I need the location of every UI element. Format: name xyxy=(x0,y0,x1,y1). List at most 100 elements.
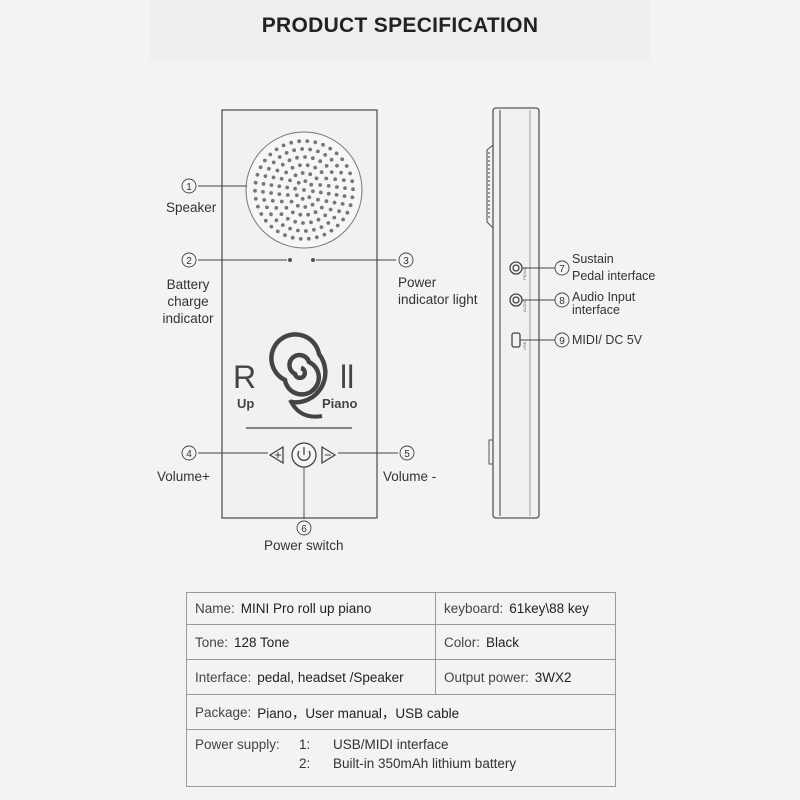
speaker-hole xyxy=(308,172,313,177)
speaker-hole xyxy=(281,143,286,148)
speaker-hole xyxy=(300,171,305,175)
callout-9-number: 9 xyxy=(559,336,565,347)
callout-2-number: 2 xyxy=(186,256,192,267)
speaker-hole xyxy=(316,217,321,222)
callout-9-icon xyxy=(554,332,570,348)
callout-3-icon xyxy=(398,252,414,268)
speaker-hole xyxy=(335,223,340,228)
title-band xyxy=(150,0,650,60)
speaker-hole xyxy=(274,218,279,223)
speaker-hole xyxy=(280,223,285,228)
speaker-hole xyxy=(308,147,312,152)
speaker-hole xyxy=(293,219,298,224)
speaker-hole xyxy=(298,212,303,217)
speaker-hole xyxy=(328,146,333,151)
spec-package-cell: Package:Piano，User manual，USB cable xyxy=(195,704,460,722)
speaker-hole xyxy=(345,210,350,215)
speaker-hole xyxy=(348,203,353,208)
speaker-hole xyxy=(279,212,284,217)
speaker-hole xyxy=(343,186,347,191)
speaker-hole xyxy=(318,183,323,187)
speaker-hole xyxy=(290,235,295,240)
logo-up: Up xyxy=(237,396,254,411)
speaker-hole xyxy=(321,142,325,147)
speaker-hole xyxy=(333,177,338,182)
speaker-hole xyxy=(318,190,323,195)
speaker-hole xyxy=(339,170,343,175)
speaker-hole xyxy=(275,168,280,173)
speaker-hole xyxy=(293,186,297,191)
speaker-hole xyxy=(301,221,305,225)
speaker-hole xyxy=(271,160,276,165)
power-switch-label: Power switch xyxy=(264,538,344,553)
callout-1-icon xyxy=(181,178,197,194)
speaker-hole xyxy=(310,156,315,161)
callout-4-number: 4 xyxy=(186,449,192,460)
speaker-hole xyxy=(313,165,318,170)
speaker-hole xyxy=(341,217,345,222)
speaker-hole xyxy=(306,236,311,241)
speaker-hole xyxy=(348,171,352,176)
logo-spiral-icon xyxy=(269,332,328,419)
speaker-hole xyxy=(277,184,282,189)
speaker-hole xyxy=(261,190,265,194)
speaker-hole xyxy=(275,229,280,234)
speaker-hole xyxy=(267,166,271,171)
speaker-hole xyxy=(288,226,292,231)
speaker-hole xyxy=(335,185,339,189)
spec-color-cell: Color:Black xyxy=(444,634,520,650)
speaker-hole xyxy=(277,155,282,159)
speaker-hole xyxy=(269,224,274,229)
side-body xyxy=(486,107,540,519)
speaker-hole xyxy=(269,212,273,217)
speaker-hole xyxy=(322,232,327,237)
speaker-hole xyxy=(310,202,315,207)
speaker-hole xyxy=(305,163,310,168)
speaker-hole xyxy=(335,163,339,168)
speaker-hole xyxy=(256,204,260,209)
callout-5-number: 5 xyxy=(404,449,410,460)
speaker-hole xyxy=(287,158,292,163)
speaker-hole xyxy=(324,164,329,168)
speaker-hole xyxy=(306,212,310,217)
speaker-hole xyxy=(292,148,296,153)
speaker-hole xyxy=(304,229,308,233)
speaker-hole xyxy=(323,153,328,157)
logo-letters-ll: ll xyxy=(340,359,354,395)
speaker-hole xyxy=(326,191,331,196)
power-indicator-label: Power indicator light xyxy=(398,275,478,307)
svg-text:AUDIO: AUDIO xyxy=(522,299,527,312)
callout-3-number: 3 xyxy=(403,256,409,267)
speaker-hole xyxy=(329,170,334,175)
spec-power-supply-cell: Power supply: 1:USB/MIDI interface 2:Bui… xyxy=(195,737,517,771)
speaker-hole xyxy=(302,188,306,192)
speaker-hole xyxy=(290,165,295,170)
speaker-hole xyxy=(269,183,274,188)
speaker-hole xyxy=(323,213,328,218)
speaker-hole xyxy=(314,176,319,181)
speaker-hole xyxy=(255,172,260,177)
speaker-hole xyxy=(303,205,308,209)
speaker-hole xyxy=(288,178,292,183)
speaker-hole xyxy=(284,205,289,210)
speaker-hole xyxy=(344,164,349,168)
volume-up-label: Volume+ xyxy=(157,469,210,484)
battery-indicator-label: Battery charge indicator xyxy=(162,277,214,326)
spec-row: Tone:128 Tone Color:Black xyxy=(186,625,616,660)
speaker-hole xyxy=(319,225,324,230)
speaker-hole xyxy=(297,139,302,144)
speaker-hole xyxy=(298,237,303,241)
speaker-hole xyxy=(270,198,275,203)
speaker-hole xyxy=(265,205,269,210)
speaker-hole xyxy=(303,179,308,184)
spec-output-power-cell: Output power:3WX2 xyxy=(444,669,572,685)
speaker-hole xyxy=(253,180,258,185)
spec-row: Power supply: 1:USB/MIDI interface 2:Bui… xyxy=(186,730,616,787)
speaker-hole xyxy=(253,188,257,193)
power-button xyxy=(291,442,317,468)
speaker-hole xyxy=(285,216,290,221)
page-title: PRODUCT SPECIFICATION xyxy=(261,14,539,37)
speaker-hole xyxy=(319,205,324,210)
speaker-hole xyxy=(341,178,346,183)
